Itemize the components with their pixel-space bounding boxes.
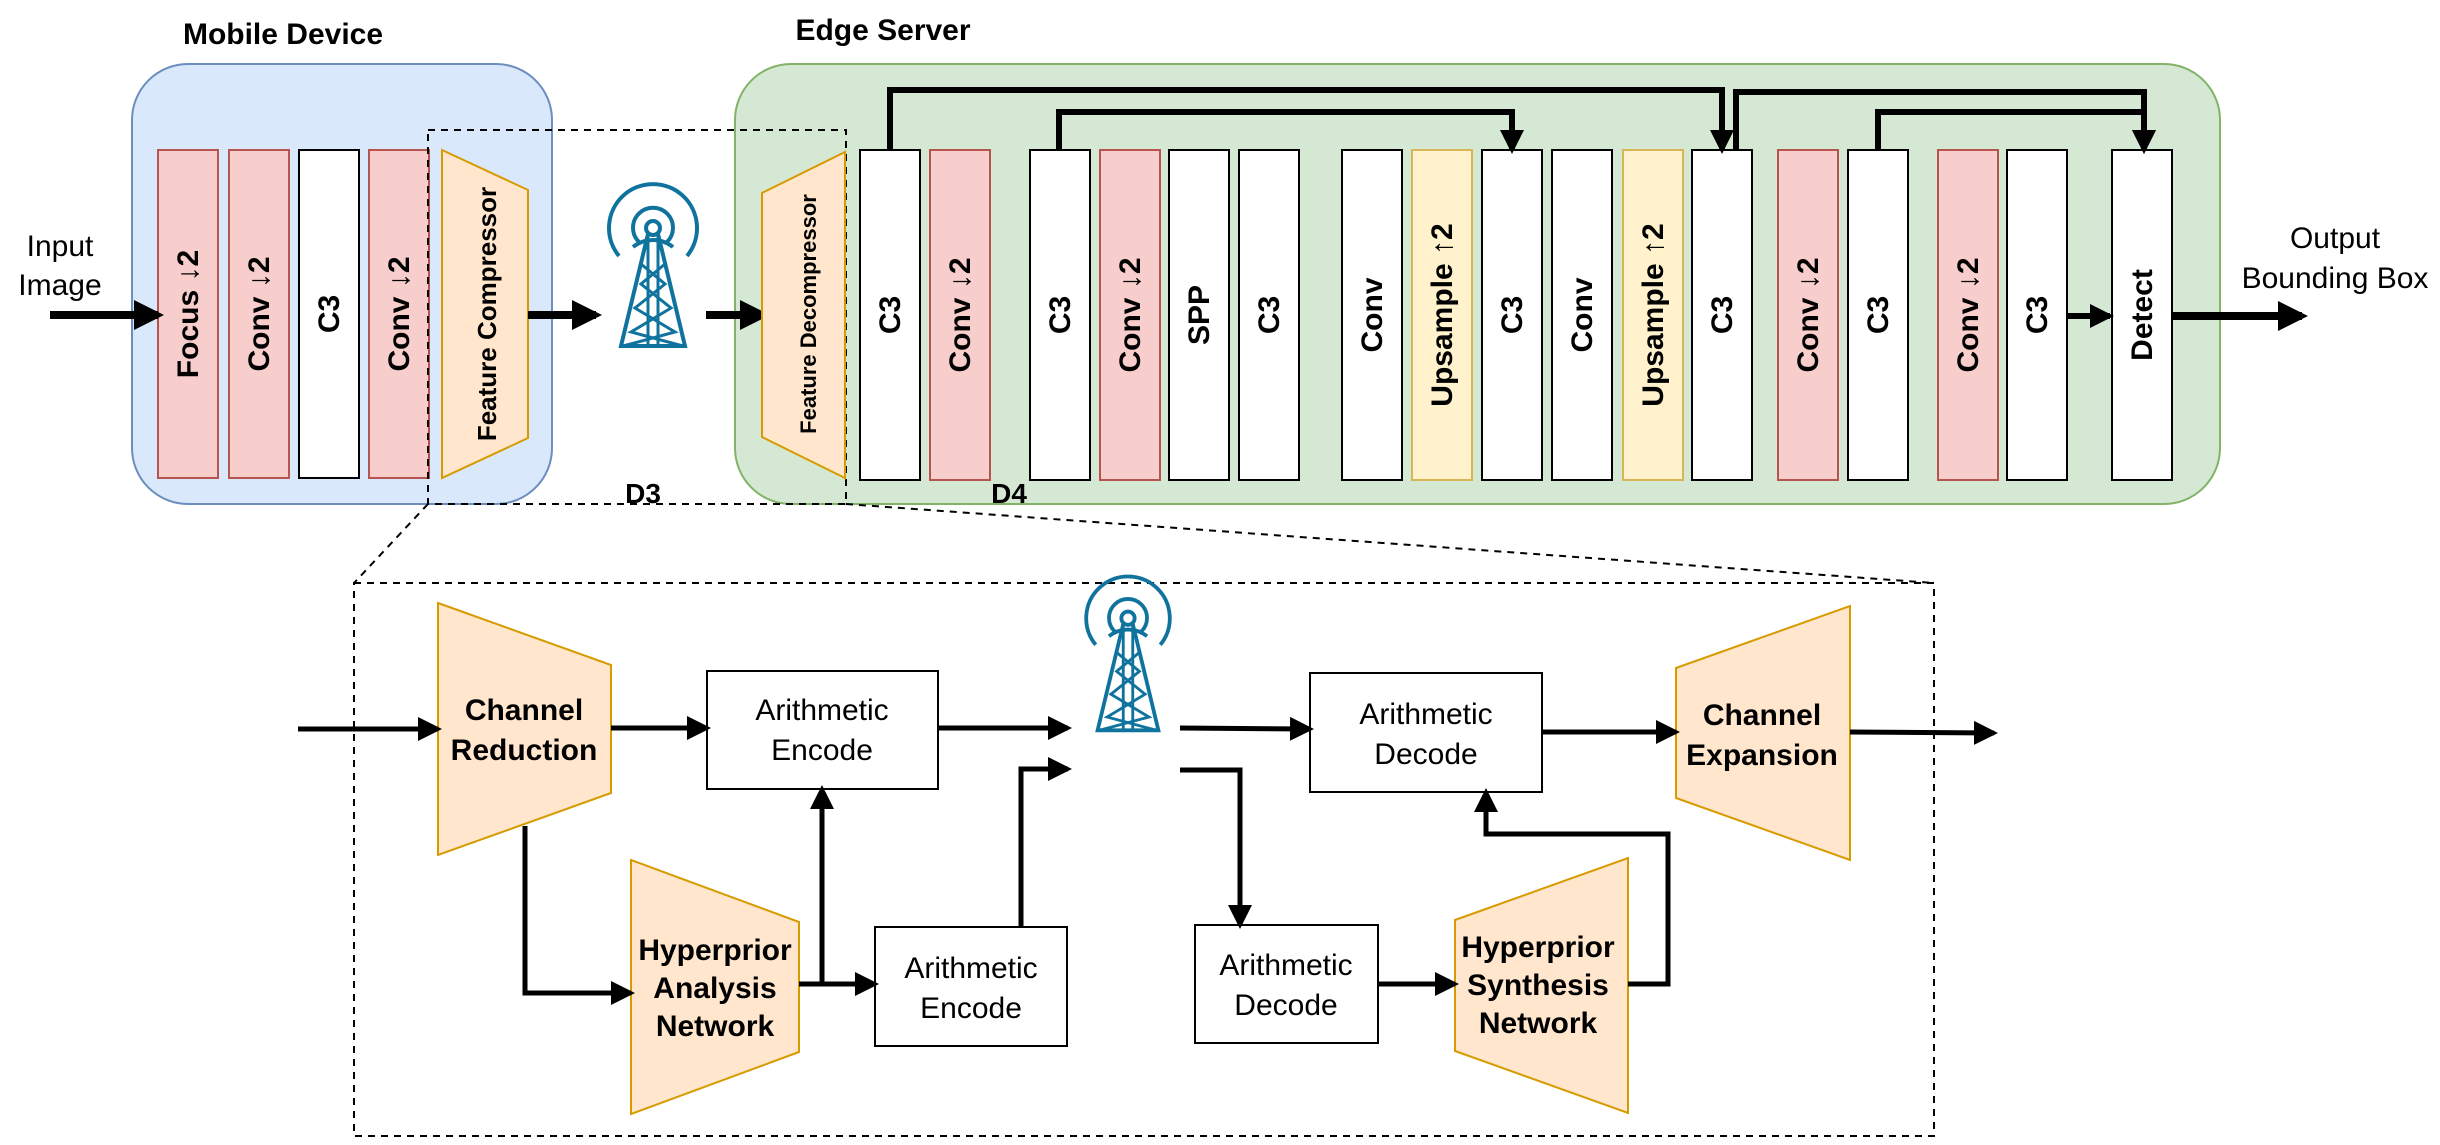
mobile-block-c3: C3 <box>298 149 360 479</box>
svg-text:Channel: Channel <box>1703 699 1821 732</box>
zoom-line-right <box>845 503 1935 584</box>
svg-text:Feature Compressor: Feature Compressor <box>472 187 502 441</box>
antenna-icon <box>607 182 699 348</box>
svg-text:C3: C3 <box>1044 296 1077 334</box>
label-d4: D4 <box>991 478 1027 509</box>
svg-text:Conv: Conv <box>1566 277 1599 352</box>
edge-block-6: C3 <box>1238 149 1300 481</box>
skip-connection-1 <box>887 87 1734 154</box>
svg-text:Arithmetic: Arithmetic <box>1359 698 1492 731</box>
svg-text:Arithmetic: Arithmetic <box>1219 949 1352 982</box>
edge-block-14: C3 <box>1847 149 1909 481</box>
svg-text:SPP: SPP <box>1183 285 1216 345</box>
zoom-line-left <box>353 503 429 584</box>
mobile-block-conv-1: Conv ↓2 <box>228 149 290 479</box>
edge-server-title: Edge Server <box>795 14 970 47</box>
output-label-2: Bounding Box <box>2242 262 2429 295</box>
channel-reduction: Channel Reduction <box>437 601 612 857</box>
edge-block-7: Conv <box>1341 149 1403 481</box>
edge-block-2: Conv ↓2 <box>929 149 991 481</box>
edge-block-8: Upsample ↑2 <box>1411 149 1473 481</box>
svg-text:Conv ↓2: Conv ↓2 <box>383 256 416 371</box>
svg-text:Decode: Decode <box>1374 738 1477 771</box>
svg-text:C3: C3 <box>874 296 907 334</box>
output-label-1: Output <box>2290 222 2381 255</box>
svg-text:Conv ↓2: Conv ↓2 <box>1114 257 1147 372</box>
edge-block-12: C3 <box>1691 149 1753 481</box>
edge-block-11: Upsample ↑2 <box>1622 149 1684 481</box>
hyperprior-analysis-network: Hyperprior Analysis Network <box>630 858 800 1116</box>
svg-text:C3: C3 <box>313 295 346 333</box>
svg-text:Encode: Encode <box>771 734 873 767</box>
antenna-icon-detail <box>1084 574 1172 733</box>
input-label-1: Input <box>27 230 94 263</box>
arithmetic-encode-top: Arithmetic Encode <box>706 670 939 790</box>
svg-text:Arithmetic: Arithmetic <box>755 694 888 727</box>
svg-text:Hyperprior: Hyperprior <box>1461 931 1615 964</box>
input-label-2: Image <box>18 269 101 302</box>
svg-text:Upsample ↑2: Upsample ↑2 <box>1637 223 1670 406</box>
mobile-device-title: Mobile Device <box>183 18 383 51</box>
svg-text:Upsample ↑2: Upsample ↑2 <box>1426 223 1459 406</box>
svg-text:Reduction: Reduction <box>451 734 598 767</box>
arithmetic-encode-bottom: Arithmetic Encode <box>874 926 1068 1047</box>
feature-compressor: Feature Compressor <box>441 148 529 480</box>
label-d3: D3 <box>625 478 661 509</box>
svg-text:Analysis: Analysis <box>653 972 776 1005</box>
skip-connection-2 <box>1056 109 1524 154</box>
edge-block-15: Conv ↓2 <box>1937 149 1999 481</box>
arithmetic-decode-top: Arithmetic Decode <box>1309 672 1543 793</box>
edge-server-blocks: C3 Conv ↓2 C3 Conv ↓2 SPP C3 Conv Upsample ↑2 C3… <box>859 149 2173 481</box>
svg-text:Network: Network <box>656 1010 775 1043</box>
svg-text:Synthesis: Synthesis <box>1467 969 1609 1002</box>
edge-block-9: C3 <box>1481 149 1543 481</box>
svg-text:Arithmetic: Arithmetic <box>904 952 1037 985</box>
svg-text:Detect: Detect <box>2126 269 2159 361</box>
svg-text:Focus ↓2: Focus ↓2 <box>172 250 205 378</box>
edge-block-13: Conv ↓2 <box>1777 149 1839 481</box>
arithmetic-decode-bottom: Arithmetic Decode <box>1194 924 1379 1044</box>
svg-text:Feature Decompressor: Feature Decompressor <box>796 194 821 434</box>
svg-text:C3: C3 <box>2021 296 2054 334</box>
feature-decompressor: Feature Decompressor <box>761 150 846 480</box>
svg-text:Conv ↓2: Conv ↓2 <box>243 256 276 371</box>
svg-text:Hyperprior: Hyperprior <box>638 934 792 967</box>
edge-block-5: SPP <box>1168 149 1230 481</box>
mobile-block-focus: Focus ↓2 <box>157 149 219 479</box>
edge-block-16: C3 <box>2006 149 2068 481</box>
svg-text:Network: Network <box>1479 1007 1598 1040</box>
svg-text:Encode: Encode <box>920 992 1022 1025</box>
svg-text:Decode: Decode <box>1234 989 1337 1022</box>
svg-text:C3: C3 <box>1862 296 1895 334</box>
svg-text:Expansion: Expansion <box>1686 739 1838 772</box>
svg-text:C3: C3 <box>1496 296 1529 334</box>
svg-text:C3: C3 <box>1706 296 1739 334</box>
svg-text:C3: C3 <box>1253 296 1286 334</box>
edge-block-4: Conv ↓2 <box>1099 149 1161 481</box>
svg-text:Conv ↓2: Conv ↓2 <box>1792 257 1825 372</box>
skip-connection-4 <box>1875 109 2156 154</box>
edge-block-1: C3 <box>859 149 921 481</box>
svg-text:Conv: Conv <box>1356 277 1389 352</box>
channel-expansion: Channel Expansion <box>1675 604 1851 862</box>
svg-text:Channel: Channel <box>465 694 583 727</box>
svg-text:Conv ↓2: Conv ↓2 <box>944 257 977 372</box>
edge-block-10: Conv <box>1551 149 1613 481</box>
edge-block-17: Detect <box>2111 149 2173 481</box>
detail-arrows <box>298 716 1998 1005</box>
mobile-block-conv-2: Conv ↓2 <box>368 149 430 479</box>
svg-text:Conv ↓2: Conv ↓2 <box>1952 257 1985 372</box>
edge-block-3: C3 <box>1029 149 1091 481</box>
hyperprior-synthesis-network: Hyperprior Synthesis Network <box>1454 856 1629 1115</box>
